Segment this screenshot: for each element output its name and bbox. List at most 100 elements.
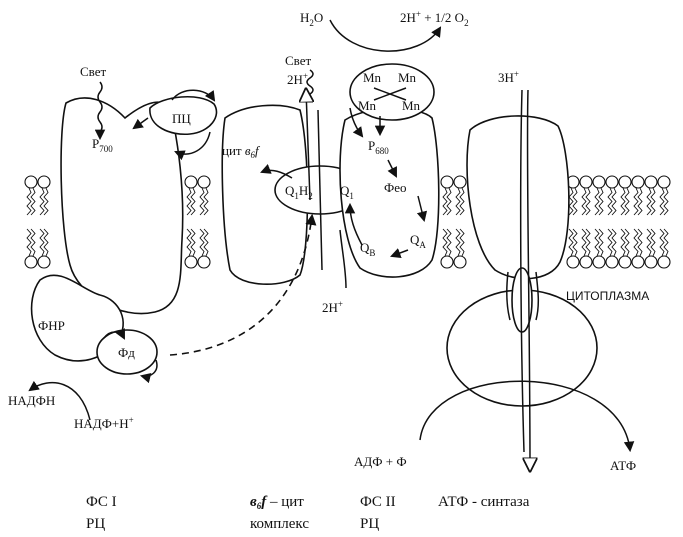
lipid-tail xyxy=(611,187,617,216)
fd-label: Фд xyxy=(118,345,135,360)
lipid-head xyxy=(453,255,467,269)
adp-label: АДФ + Ф xyxy=(354,454,407,469)
caption-ps1-sub: РЦ xyxy=(86,516,105,532)
lipid-tail xyxy=(646,228,652,257)
diagram-captions: ФС I РЦ в6f – цит комплекс ФС II РЦ АТФ … xyxy=(86,494,530,532)
lipid-tail xyxy=(637,228,643,257)
lipid-tail xyxy=(442,228,448,257)
lipid-tail xyxy=(459,228,465,257)
lipid-head xyxy=(592,175,606,189)
lipid-tail xyxy=(620,187,626,216)
lipid-head xyxy=(37,255,51,269)
lipid-tail xyxy=(30,228,36,257)
lipid-tail xyxy=(572,228,578,257)
mn-label-3: Mn xyxy=(358,98,377,113)
lipid-head xyxy=(37,175,51,189)
lipid-head xyxy=(579,175,593,189)
lipid-tail xyxy=(598,187,604,216)
caption-atp-synthase: АТФ - синтаза xyxy=(438,494,530,510)
fnr-label: ФНР xyxy=(38,318,65,333)
caption-b6f-title: в6f – цит xyxy=(250,494,304,511)
lipid-tail xyxy=(568,228,574,257)
lipid-tail xyxy=(585,187,591,216)
lipid-tail xyxy=(607,187,613,216)
lipid-head xyxy=(631,255,645,269)
caption-ps2-sub: РЦ xyxy=(360,516,379,532)
lipid-tail xyxy=(186,187,192,216)
lipid-tail xyxy=(186,228,192,257)
atp-proton-arrow xyxy=(527,89,530,470)
fd-to-fnr-arrow xyxy=(139,359,158,384)
caption-ps1-title: ФС I xyxy=(86,494,117,510)
lipid-tail xyxy=(199,228,205,257)
lipid-tail xyxy=(585,228,591,257)
lipid-tail xyxy=(442,187,448,216)
lipid-tail xyxy=(598,228,604,257)
lipid-tail xyxy=(459,187,465,216)
lipid-tail xyxy=(607,228,613,257)
lipid-head xyxy=(197,175,211,189)
lipid-tail xyxy=(39,228,45,257)
lipid-tail xyxy=(26,187,32,216)
lipid-head xyxy=(197,255,211,269)
cyclic-electron-flow xyxy=(169,213,317,356)
lipid-tail xyxy=(43,187,49,216)
lipid-head xyxy=(605,255,619,269)
pc-label: ПЦ xyxy=(172,111,191,126)
lipid-tail xyxy=(620,228,626,257)
lipid-tail xyxy=(568,187,574,216)
lipid-tail xyxy=(581,187,587,216)
caption-b6f-sub: комплекс xyxy=(250,516,309,532)
lipid-head xyxy=(618,175,632,189)
lipid-tail xyxy=(624,187,630,216)
lipid-tail xyxy=(203,187,209,216)
qb-to-q1-arrow xyxy=(344,202,363,246)
plastocyanin xyxy=(149,95,218,135)
lipid-tail xyxy=(446,187,452,216)
cyt-b6f-label: цит в6f xyxy=(222,143,261,160)
lipid-tail xyxy=(190,228,196,257)
photosystem-1-complex xyxy=(60,97,184,315)
lipid-head xyxy=(644,255,658,269)
cyt-to-pc-arrow xyxy=(174,131,211,161)
cytoplasm-label: ЦИТОПЛАЗМА xyxy=(566,289,649,303)
pheophytin-label: Фео xyxy=(384,180,407,195)
lipid-tail xyxy=(637,187,643,216)
qa-to-qb-arrow xyxy=(390,248,409,258)
lipid-head xyxy=(605,175,619,189)
p680-to-feo-arrow xyxy=(387,159,397,178)
mn-label-2: Mn xyxy=(398,70,417,85)
lipid-tail xyxy=(611,228,617,257)
thylakoid-membrane xyxy=(24,175,671,269)
proton-top-label: 2H+ xyxy=(287,71,308,87)
pc-cycle-arrow xyxy=(171,89,216,102)
lipid-tail xyxy=(650,228,656,257)
lipid-head xyxy=(566,255,580,269)
q1h2-label: Q1H2 xyxy=(285,183,313,201)
lipid-tail xyxy=(455,228,461,257)
ferredoxin xyxy=(96,329,158,375)
lipid-head xyxy=(440,175,454,189)
lipid-head xyxy=(579,255,593,269)
lipid-head xyxy=(440,255,454,269)
pc-to-p700-arrow xyxy=(132,117,149,130)
lipid-head xyxy=(657,255,671,269)
feo-to-qa-arrow xyxy=(416,195,428,223)
lipid-tail xyxy=(633,228,639,257)
three-proton-label: 3H+ xyxy=(498,69,519,85)
nadp-label: НАДФ+Н+ xyxy=(74,415,134,431)
lipid-head xyxy=(644,175,658,189)
mn-cross xyxy=(373,87,407,101)
proton-uptake-line xyxy=(339,229,347,289)
p700-label: P700 xyxy=(92,136,113,154)
cytochrome-b6f-complex xyxy=(221,104,309,285)
lipid-tail xyxy=(659,187,665,216)
lipid-tail xyxy=(624,228,630,257)
atp-synthase-cf0 xyxy=(466,115,570,280)
atp-synthesis-arrow xyxy=(419,380,635,453)
water-oxidation-arrow xyxy=(329,19,442,52)
lipid-tail xyxy=(572,187,578,216)
lipid-head xyxy=(184,175,198,189)
atp-proton-channel xyxy=(519,89,525,453)
